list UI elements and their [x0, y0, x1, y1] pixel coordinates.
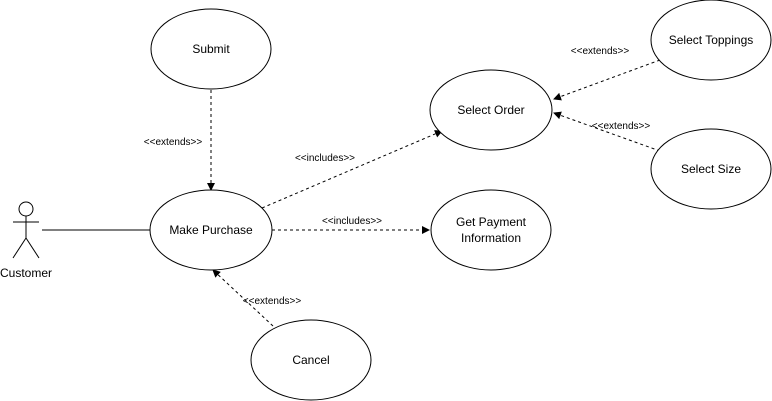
use-case-cancel[interactable]: Cancel [250, 319, 372, 401]
use-case-select-order[interactable]: Select Order [429, 69, 553, 151]
use-case-select-size[interactable]: Select Size [650, 128, 772, 210]
use-case-get-payment-information[interactable]: Get Payment Information [430, 189, 552, 271]
use-case-cancel-label: Cancel [292, 353, 329, 367]
use-case-submit[interactable]: Submit [150, 8, 272, 90]
label-cancel-extends: <<extends>> [243, 296, 302, 307]
use-case-select-toppings-label: Select Toppings [669, 33, 754, 47]
use-case-payment-label-line1: Get Payment [456, 215, 527, 229]
use-case-select-toppings[interactable]: Select Toppings [650, 0, 772, 81]
edge-size-extends [553, 111, 661, 152]
customer-actor[interactable]: Customer [0, 201, 52, 280]
use-case-select-order-label: Select Order [457, 103, 524, 117]
edge-order-includes [261, 130, 443, 209]
label-order-includes: <<includes>> [295, 153, 355, 164]
use-case-select-size-label: Select Size [681, 162, 741, 176]
label-payment-includes: <<includes>> [322, 216, 382, 227]
label-submit-extends: <<extends>> [144, 137, 203, 148]
actor-head [18, 201, 34, 217]
label-size-extends: <<extends>> [592, 121, 651, 132]
use-case-make-purchase-label: Make Purchase [169, 223, 253, 237]
use-case-submit-label: Submit [192, 42, 230, 56]
actor-label: Customer [0, 266, 52, 280]
use-case-make-purchase[interactable]: Make Purchase [149, 189, 273, 271]
use-case-payment-label-line2: Information [461, 231, 521, 245]
actor-right-leg [25, 237, 40, 259]
actor-left-leg [12, 237, 27, 259]
edge-toppings-extends [553, 59, 661, 101]
label-toppings-extends: <<extends>> [571, 46, 630, 57]
edge-cancel-extends [212, 269, 274, 327]
